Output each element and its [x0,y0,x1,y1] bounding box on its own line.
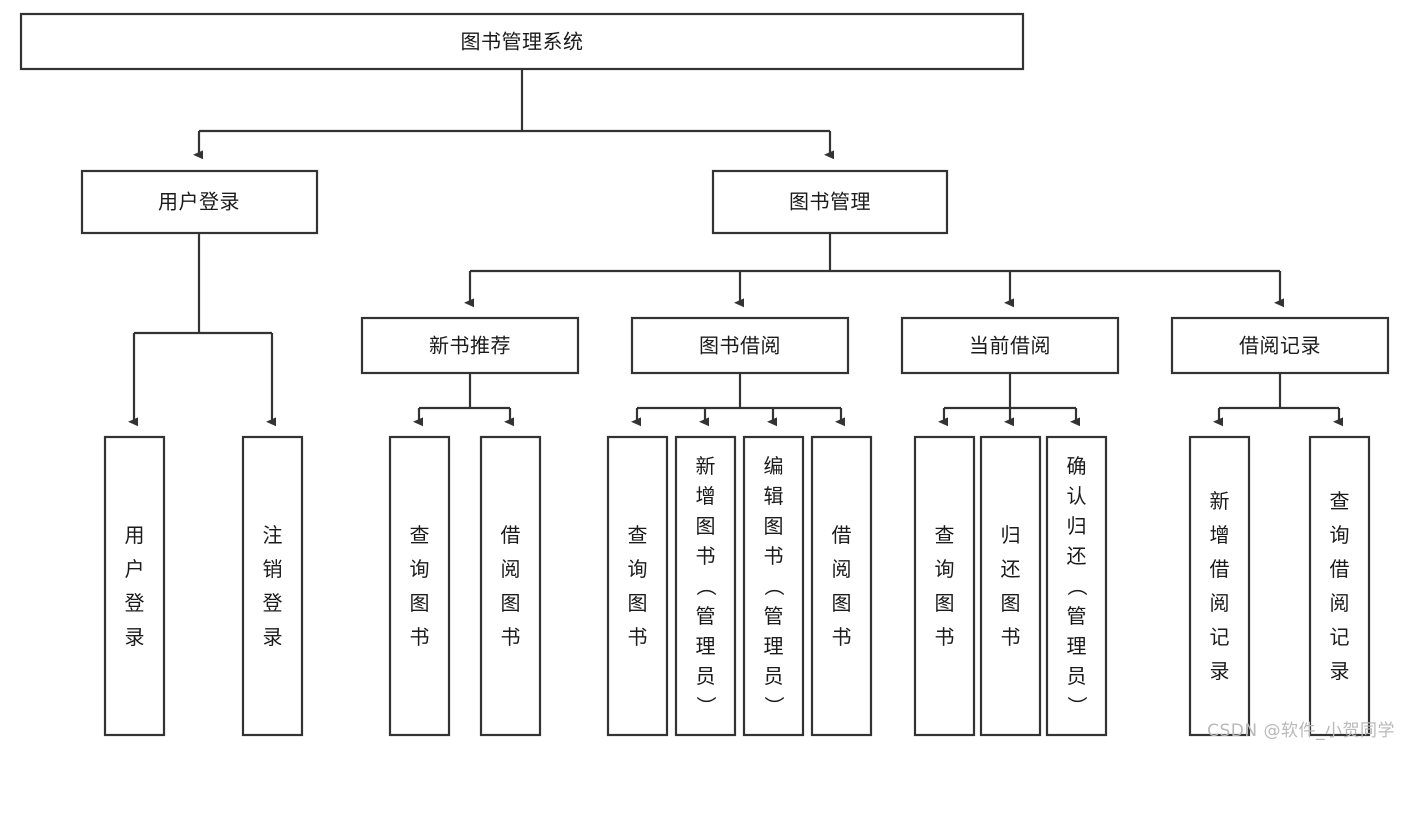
node-borrow-record[interactable]: 借阅记录 [1170,316,1390,375]
node-new-book-recommend-label: 新书推荐 [429,334,511,358]
leaf-user-login-rect[interactable] [103,435,166,737]
leaf-borrow-book-1-rect[interactable] [479,435,542,737]
leaf-query-record-rect[interactable] [1308,435,1371,737]
node-user-login-rect[interactable] [80,169,319,235]
node-root-rect[interactable] [19,12,1025,71]
node-current-borrow[interactable]: 当前借阅 [900,316,1120,375]
leaf-add-book-rect[interactable] [674,435,737,737]
node-borrow-record-rect[interactable] [1170,316,1390,375]
node-book-borrow-rect[interactable] [630,316,850,375]
csdn-watermark: CSDN @软件_小贺同学 [1207,721,1395,741]
node-book-manage-label: 图书管理 [789,190,871,214]
node-current-borrow-label: 当前借阅 [969,334,1051,358]
leaf-return-book-rect[interactable] [979,435,1042,737]
leaf-query-book-3-rect[interactable] [913,435,976,737]
node-book-borrow-label: 图书借阅 [699,334,781,358]
leaf-query-book-1-rect[interactable] [388,435,451,737]
node-user-login[interactable]: 用户登录 [80,169,319,235]
connectors-layer [128,70,1343,427]
node-root[interactable]: 图书管理系统 [19,12,1025,71]
leaf-borrow-book-2-rect[interactable] [810,435,873,737]
nodes-layer: 图书管理系统 用户登录 图书管理 新书推荐 图书借阅 当前 [19,12,1390,737]
node-book-borrow[interactable]: 图书借阅 [630,316,850,375]
node-borrow-record-label: 借阅记录 [1239,334,1321,358]
leaf-logout-rect[interactable] [241,435,304,737]
node-new-book-recommend-rect[interactable] [360,316,580,375]
node-book-manage-rect[interactable] [711,169,949,235]
node-root-label: 图书管理系统 [461,30,584,54]
node-new-book-recommend[interactable]: 新书推荐 [360,316,580,375]
diagram-canvas: 图书管理系统 用户登录 图书管理 新书推荐 图书借阅 当前 [19,12,1395,741]
leaf-confirm-return-rect[interactable] [1045,435,1108,737]
node-current-borrow-rect[interactable] [900,316,1120,375]
leaf-edit-book-rect[interactable] [742,435,805,737]
node-book-manage[interactable]: 图书管理 [711,169,949,235]
leaf-query-book-2-rect[interactable] [606,435,669,737]
tree-diagram-svg: 图书管理系统 用户登录 图书管理 新书推荐 图书借阅 当前 [19,12,1390,737]
node-user-login-label: 用户登录 [158,190,240,214]
leaf-add-record-rect[interactable] [1188,435,1251,737]
